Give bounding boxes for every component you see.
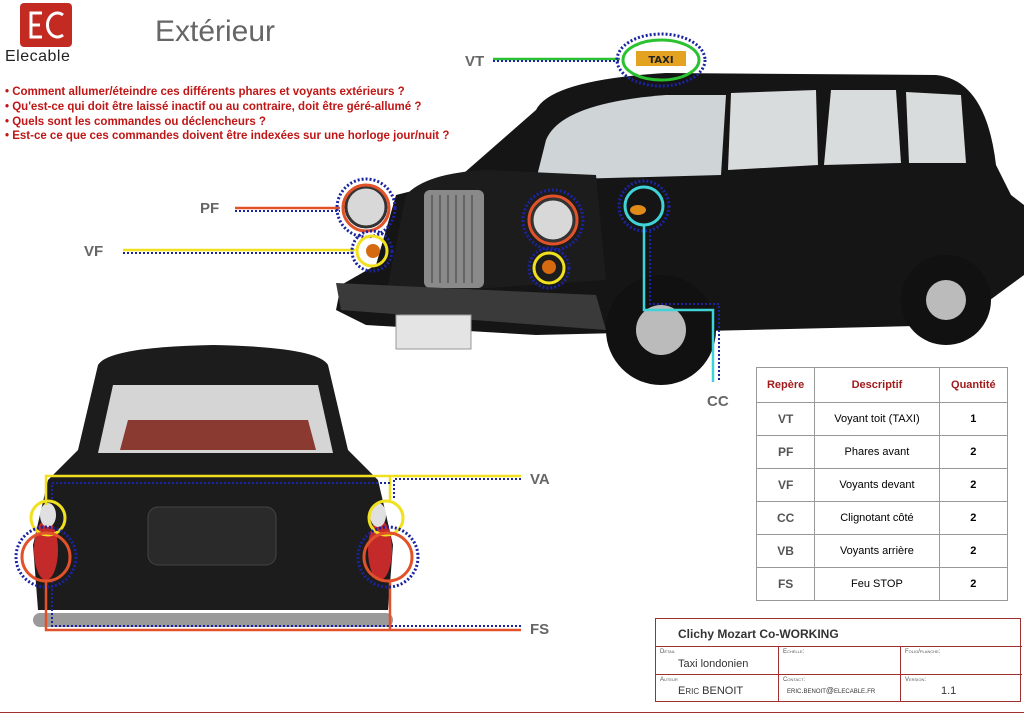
version-value: 1.1 — [941, 685, 957, 697]
contact-value: eric.benoit@elecable.fr — [787, 686, 876, 695]
cell-desc: Voyant toit (TAXI) — [814, 402, 940, 436]
taxi-rear-image — [33, 345, 393, 627]
cell-qty: 2 — [938, 435, 1009, 469]
table-row: CC Clignotant côté 2 — [755, 501, 1009, 535]
question-item: • Est-ce ce que ces commandes doivent êt… — [5, 130, 450, 143]
contact-cell: Contact: eric.benoit@elecable.fr — [779, 675, 901, 701]
auteur-label: Auteur — [660, 677, 678, 683]
va-marker-left — [29, 499, 67, 537]
table-row: VF Voyants devant 2 — [755, 468, 1009, 502]
version-cell: Version: 1.1 — [901, 675, 1022, 701]
table-header-row: Repère Descriptif Quantité — [755, 367, 1009, 403]
table-row: FS Feu STOP 2 — [755, 567, 1009, 601]
va-marker-right — [367, 499, 405, 537]
callout-label-fs: FS — [530, 621, 550, 638]
contact-label: Contact: — [783, 677, 806, 683]
cc-marker — [623, 185, 665, 227]
question-item: • Quels sont les commandes ou déclencheu… — [5, 115, 266, 128]
vt-marker — [621, 38, 701, 82]
cell-desc: Voyants devant — [814, 468, 940, 502]
question-item: • Comment allumer/éteindre ces différent… — [5, 86, 405, 98]
auteur-cell: Auteur Eric BENOIT — [656, 675, 779, 701]
folio-label: Folio/planche: — [905, 649, 941, 655]
header-quantite: Quantité — [938, 367, 1009, 403]
cell-qty: 2 — [938, 567, 1009, 601]
cell-ref: PF — [755, 435, 816, 469]
elecable-logo — [20, 3, 72, 47]
detail-cell: Détail Taxi londonien — [656, 647, 779, 675]
project-cell: Clichy Mozart Co-WORKING — [656, 619, 1022, 647]
table-row: VT Voyant toit (TAXI) 1 — [755, 402, 1009, 436]
callout-label-pf: PF — [200, 200, 220, 217]
cell-desc: Feu STOP — [814, 567, 940, 601]
cell-ref: FS — [755, 567, 816, 601]
callout-label-cc: CC — [707, 393, 729, 410]
pf-marker-left — [341, 183, 391, 233]
detail-label: Détail — [660, 649, 676, 655]
cell-qty: 2 — [938, 534, 1009, 568]
header-repere: Repère — [755, 367, 816, 403]
title-block: Clichy Mozart Co-WORKING Détail Taxi lon… — [655, 618, 1022, 702]
taxi-front-image: TAXI — [336, 51, 1024, 385]
vf-marker-right — [532, 251, 566, 285]
table-row: VB Voyants arrière 2 — [755, 534, 1009, 568]
logo-mark-icon — [29, 11, 64, 39]
callout-label-vf: VF — [84, 243, 104, 260]
questions-list: • Comment allumer/éteindre ces différent… — [5, 85, 449, 144]
reference-table: Repère Descriptif Quantité VT Voyant toi… — [755, 367, 1009, 601]
table-row: PF Phares avant 2 — [755, 435, 1009, 469]
callout-label-va: VA — [530, 471, 550, 488]
echelle-cell: Echelle: — [779, 647, 901, 675]
cell-desc: Phares avant — [814, 435, 940, 469]
vf-marker-left — [355, 234, 389, 268]
cell-ref: VT — [755, 402, 816, 436]
detail-value: Taxi londonien — [678, 658, 749, 670]
version-label: Version: — [905, 677, 927, 683]
callout-label-vt: VT — [465, 53, 485, 70]
cell-ref: VF — [755, 468, 816, 502]
page-title: Extérieur — [155, 15, 276, 48]
cell-qty: 2 — [938, 501, 1009, 535]
cell-qty: 2 — [938, 468, 1009, 502]
cell-ref: CC — [755, 501, 816, 535]
cell-desc: Voyants arrière — [814, 534, 940, 568]
echelle-label: Echelle: — [783, 649, 805, 655]
footer-divider — [0, 712, 1024, 713]
taxi-sign-text: TAXI — [648, 55, 673, 66]
auteur-value: Eric BENOIT — [678, 685, 744, 697]
brand-name: Elecable — [5, 48, 71, 65]
header-descriptif: Descriptif — [814, 367, 940, 403]
cell-ref: VB — [755, 534, 816, 568]
pf-marker-right — [527, 194, 579, 246]
cell-qty: 1 — [938, 402, 1009, 436]
project-name: Clichy Mozart Co-WORKING — [678, 627, 839, 641]
folio-cell: Folio/planche: — [901, 647, 1022, 675]
fs-marker-right — [362, 531, 414, 583]
cell-desc: Clignotant côté — [814, 501, 940, 535]
question-item: • Qu'est-ce qui doit être laissé inactif… — [5, 100, 422, 113]
fs-marker-left — [20, 531, 72, 583]
